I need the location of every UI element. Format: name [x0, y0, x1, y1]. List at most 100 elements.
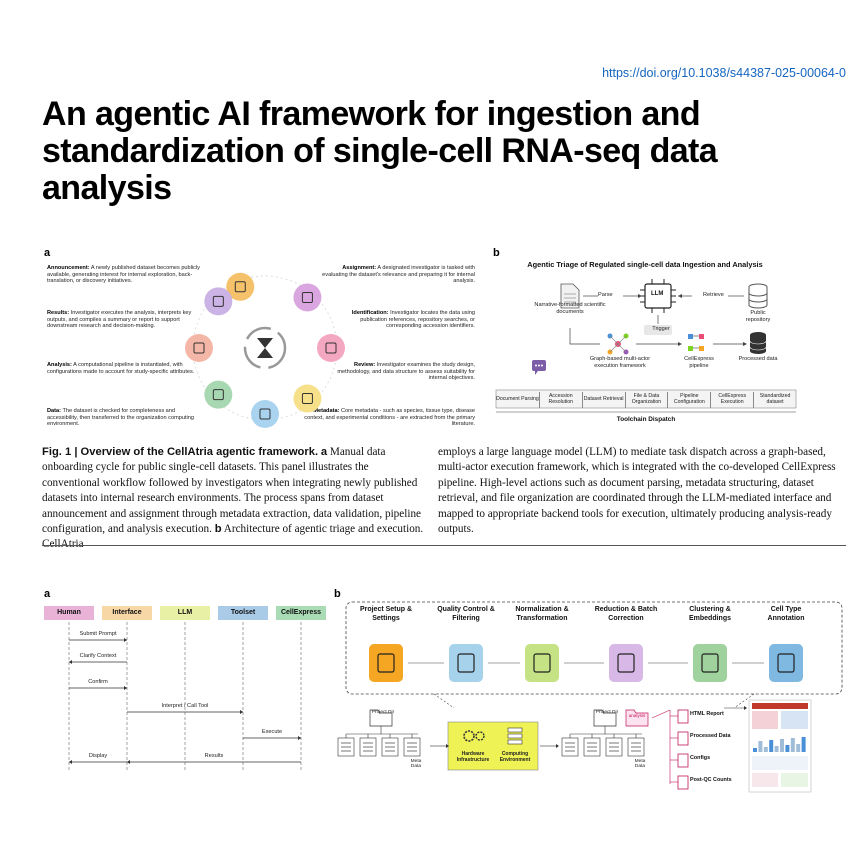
message-label-0: Submit Prompt	[79, 631, 117, 637]
step-glyph-5	[777, 653, 795, 673]
cycle-node-identification-icon	[317, 334, 345, 362]
cycle-glyph-data	[212, 389, 224, 401]
cellexpress-pipeline-diagram	[337, 601, 843, 793]
output-label-2: Configs	[690, 755, 711, 761]
gears-icon	[463, 730, 485, 742]
cycle-glyph-review	[301, 393, 313, 405]
step-icon-2	[525, 644, 559, 682]
cycle-glyph-identification	[325, 342, 337, 354]
cycle-node-data-icon	[204, 380, 233, 409]
thumb-bar-9	[801, 737, 806, 752]
message-arrowhead-4	[298, 736, 301, 740]
actor-llm: LLM	[160, 606, 210, 620]
fig1-panel-b-label: b	[493, 247, 500, 259]
actor-toolset: Toolset	[218, 606, 268, 620]
tool-5: CellExpress Execution	[710, 392, 753, 408]
step-label-4: Clustering & Embeddings	[688, 606, 731, 622]
step-glyph-2	[533, 653, 551, 673]
triage-architecture-diagram	[495, 279, 797, 413]
hourglass-icon	[243, 326, 287, 370]
step-icon-5	[769, 644, 803, 682]
project-folder-right	[561, 709, 649, 757]
node-processed-label: Processed data	[738, 356, 778, 362]
retrieve-label: Retrieve	[703, 292, 724, 298]
cycle-glyph-results	[212, 295, 224, 307]
message-arrowhead-6	[127, 760, 130, 764]
step-label-5: Cell Type Annotation	[767, 606, 805, 622]
hardware-label: Hardware Infrastructure	[456, 751, 490, 763]
actor-human: Human	[44, 606, 94, 620]
paper-title: An agentic AI framework for ingestion an…	[42, 95, 718, 207]
graph-network-icon	[607, 333, 629, 355]
cycle-node-results-icon	[204, 287, 233, 316]
fig1-caption-left: Fig. 1 | Overview of the CellAtria agent…	[42, 446, 424, 550]
thumb-bar-8	[796, 744, 801, 752]
message-label-5: Display	[88, 753, 108, 759]
fig1-caption-right: employs a large language model (LLM) to …	[438, 446, 836, 536]
thumb-bar-5	[780, 739, 784, 752]
thumb-bar-0	[753, 748, 757, 752]
thumb-bar-2	[763, 747, 768, 752]
step-glyph-4	[701, 653, 719, 673]
step-icon-1	[449, 644, 483, 682]
cycle-node-analysis-icon	[185, 334, 213, 362]
tool-6: Standardized dataset	[753, 392, 796, 408]
database-icon	[748, 283, 768, 309]
llm-label: LLM	[651, 291, 664, 297]
parse-label: Parse	[598, 292, 613, 298]
output-file-icon-2	[677, 753, 689, 768]
tool-4: Pipeline Configuration	[667, 392, 710, 408]
fig2-panel-b-label: b	[334, 588, 341, 600]
chat-icon	[532, 360, 546, 375]
llm-chip-icon	[640, 279, 676, 313]
actor-interface: Interface	[102, 606, 152, 620]
step-label-1: Quality Control & Filtering	[437, 606, 495, 622]
toolchain-dispatch-label: Toolchain Dispatch	[616, 416, 676, 423]
cycle-glyph-metadata	[259, 408, 271, 420]
cycle-announcement-text: Announcement: A newly published dataset …	[47, 265, 200, 285]
server-icon	[507, 727, 523, 745]
pipeline-step-labels: Project Setup & Settings Quality Control …	[346, 606, 842, 636]
step-label-0: Project Setup & Settings	[359, 606, 413, 622]
message-label-3: Interpret / Call Tool	[161, 703, 209, 709]
report-thumbnail	[748, 699, 812, 793]
tool-2: Dataset Retrieval	[581, 392, 625, 408]
cycle-results-text: Results: Investigator executes the analy…	[47, 310, 192, 330]
triage-title: Agentic Triage of Regulated single-cell …	[527, 260, 763, 269]
thumb-bar-6	[785, 745, 790, 752]
step-label-3: Reduction & Batch Correction	[594, 606, 658, 622]
thumb-bar-1	[758, 741, 763, 752]
cycle-node-announcement-icon	[226, 272, 255, 301]
thumb-bar-4	[774, 746, 779, 752]
step-icon-3	[609, 644, 643, 682]
pipeline-icon	[688, 334, 704, 351]
message-label-4: Execute	[261, 729, 283, 735]
step-label-2: Normalization & Transformation	[515, 606, 569, 622]
output-label-3: Post-QC Counts	[690, 777, 732, 783]
tool-3: File & Data Organization	[624, 392, 668, 408]
cycle-glyph-assignment	[301, 291, 313, 303]
node-docs-label: Narrative-formatted scientific documents	[534, 302, 606, 315]
project-dir-label-right: Project Dir	[595, 710, 619, 715]
onboarding-cycle-diagram	[185, 272, 345, 428]
analysis-folder-label: analysis	[628, 713, 646, 718]
message-arrowhead-3	[240, 710, 243, 714]
cycle-analysis-text: Analysis: A computational pipeline is in…	[47, 362, 195, 375]
doi-link[interactable]: https://doi.org/10.1038/s44387-025-00064…	[602, 66, 846, 80]
fig1-panel-a-label: a	[44, 247, 51, 259]
fig2-panel-a-label: a	[44, 588, 51, 600]
tool-0: Document Parsing	[496, 396, 539, 403]
output-label-0: HTML Report	[690, 711, 724, 717]
processed-data-icon	[749, 332, 767, 354]
node-pipeline-label: CellExpress pipeline	[684, 356, 714, 369]
document-icon	[560, 283, 580, 309]
cycle-node-assignment-icon	[293, 283, 322, 312]
message-label-2: Confirm	[88, 679, 108, 685]
output-file-icon-0	[677, 709, 689, 724]
project-dir-label-left: Project Dir	[371, 710, 395, 715]
section-divider	[42, 545, 846, 546]
